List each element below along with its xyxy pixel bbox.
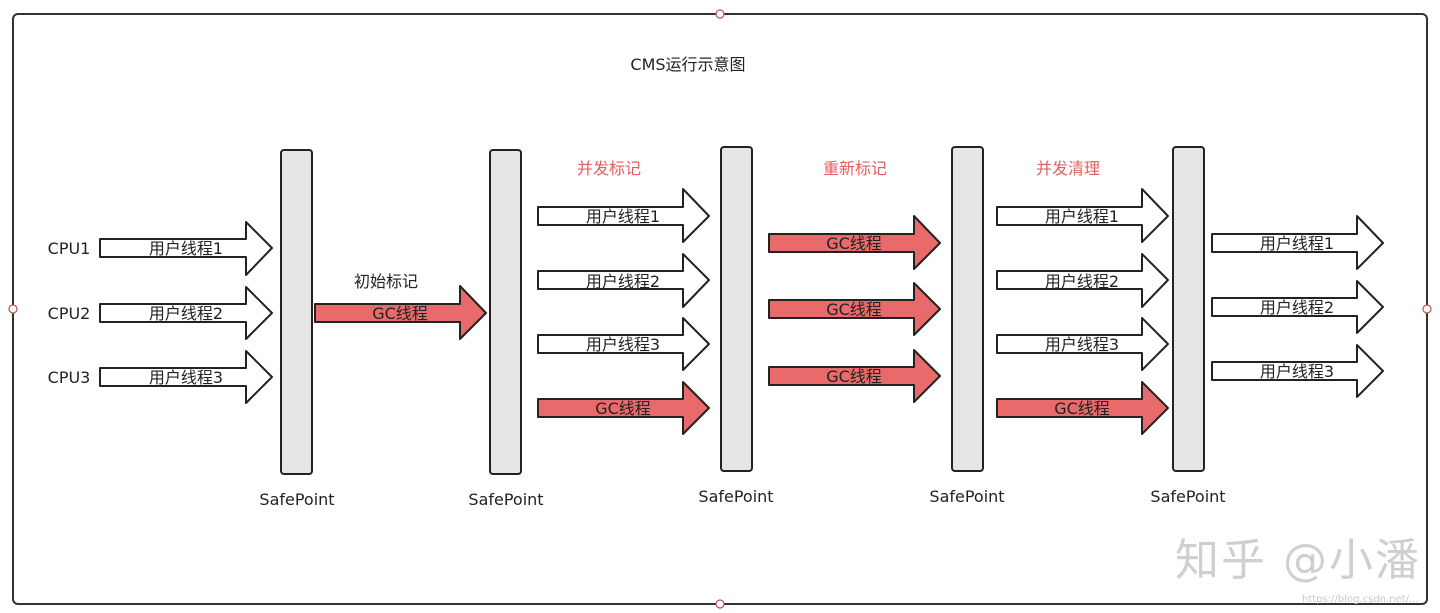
safepoint-label: SafePoint (1150, 487, 1225, 506)
cpu-label-2: CPU2 (48, 304, 91, 323)
safepoint-bar (280, 149, 313, 475)
arrow-shape (996, 381, 1169, 435)
frame-handle-bottom[interactable] (715, 599, 725, 609)
arrow-shape (99, 221, 273, 276)
arrow-shape (1211, 280, 1384, 334)
thread-arrow-user-2: 用户线程2 (1211, 280, 1384, 334)
watermark-text: 知乎 @小潘 (1175, 535, 1421, 586)
arrow-shape (768, 215, 941, 270)
thread-arrow-user-3: 用户线程3 (1211, 344, 1384, 398)
arrow-shape (537, 188, 710, 243)
safepoint-label: SafePoint (698, 487, 773, 506)
safepoint-3: SafePoint (698, 146, 774, 506)
arrow-shape (768, 282, 941, 336)
thread-arrow-user-1: 用户线程1 (99, 221, 273, 276)
safepoint-bar (951, 146, 984, 472)
arrow-label: 用户线程1 (586, 207, 660, 226)
frame-handle-left[interactable] (8, 304, 18, 314)
arrow-shape (99, 350, 273, 404)
thread-arrow-user-1: 用户线程1 (996, 188, 1169, 243)
thread-arrow-gc: GC线程 (537, 381, 710, 435)
arrow-label: 用户线程2 (1260, 298, 1334, 317)
safepoint-label: SafePoint (259, 490, 334, 509)
phase-label-remark: 重新标记 (823, 159, 887, 178)
frame-handle-right[interactable] (1422, 304, 1432, 314)
thread-arrow-gc: GC线程 (996, 381, 1169, 435)
arrow-label: 用户线程3 (586, 335, 660, 354)
thread-arrow-gc: GC线程 (768, 282, 941, 336)
thread-arrow-gc: GC线程 (768, 215, 941, 270)
arrow-label: 用户线程3 (1045, 335, 1119, 354)
safepoint-5: SafePoint (1150, 146, 1226, 506)
thread-arrow-user-3: 用户线程3 (996, 317, 1169, 371)
arrow-label: GC线程 (826, 300, 882, 319)
arrow-shape (996, 253, 1169, 308)
thread-arrow-user-3: 用户线程3 (99, 350, 273, 404)
thread-arrow-gc: GC线程 (314, 285, 487, 340)
arrow-shape (1211, 215, 1384, 270)
arrow-label: GC线程 (1054, 399, 1110, 418)
arrow-shape (537, 253, 710, 308)
arrow-shape (1211, 344, 1384, 398)
arrow-shape (996, 317, 1169, 371)
arrow-shape (996, 188, 1169, 243)
arrow-label: 用户线程1 (1260, 234, 1334, 253)
watermark-sub-text: https://blog.csdn.net/... (1302, 594, 1419, 605)
arrow-shape (99, 286, 273, 340)
cpu-label-3: CPU3 (48, 368, 91, 387)
safepoint-2: SafePoint (468, 149, 544, 509)
diagram-title: CMS运行示意图 (630, 55, 745, 74)
thread-arrow-gc: GC线程 (768, 349, 941, 403)
safepoint-4: SafePoint (929, 146, 1005, 506)
safepoint-label: SafePoint (468, 490, 543, 509)
frame-handle-top[interactable] (715, 9, 725, 19)
arrow-label: GC线程 (826, 234, 882, 253)
arrow-shape (314, 285, 487, 340)
arrow-label: GC线程 (826, 367, 882, 386)
arrow-label: 用户线程1 (149, 239, 223, 258)
arrow-label: 用户线程3 (149, 368, 223, 387)
safepoint-bar (489, 149, 522, 475)
phase-label-concurrent-sweep: 并发清理 (1036, 159, 1100, 178)
cpu-label-1: CPU1 (48, 239, 91, 258)
arrow-shape (537, 381, 710, 435)
thread-arrow-user-1: 用户线程1 (1211, 215, 1384, 270)
safepoint-1: SafePoint (259, 149, 335, 509)
arrow-label: GC线程 (372, 304, 428, 323)
thread-arrow-user-3: 用户线程3 (537, 317, 710, 371)
safepoint-label: SafePoint (929, 487, 1004, 506)
arrow-shape (537, 317, 710, 371)
thread-arrow-user-2: 用户线程2 (99, 286, 273, 340)
arrow-label: 用户线程1 (1045, 207, 1119, 226)
arrow-label: 用户线程3 (1260, 362, 1334, 381)
arrow-label: 用户线程2 (586, 272, 660, 291)
phase-label-initial-mark: 初始标记 (354, 272, 418, 291)
safepoint-bar (720, 146, 753, 472)
arrow-shape (768, 349, 941, 403)
phase-label-concurrent-mark: 并发标记 (577, 159, 641, 178)
safepoint-bar (1172, 146, 1205, 472)
thread-arrow-user-2: 用户线程2 (996, 253, 1169, 308)
thread-arrow-user-2: 用户线程2 (537, 253, 710, 308)
arrow-label: 用户线程2 (1045, 272, 1119, 291)
thread-arrow-user-1: 用户线程1 (537, 188, 710, 243)
arrow-label: GC线程 (595, 399, 651, 418)
arrow-label: 用户线程2 (149, 304, 223, 323)
